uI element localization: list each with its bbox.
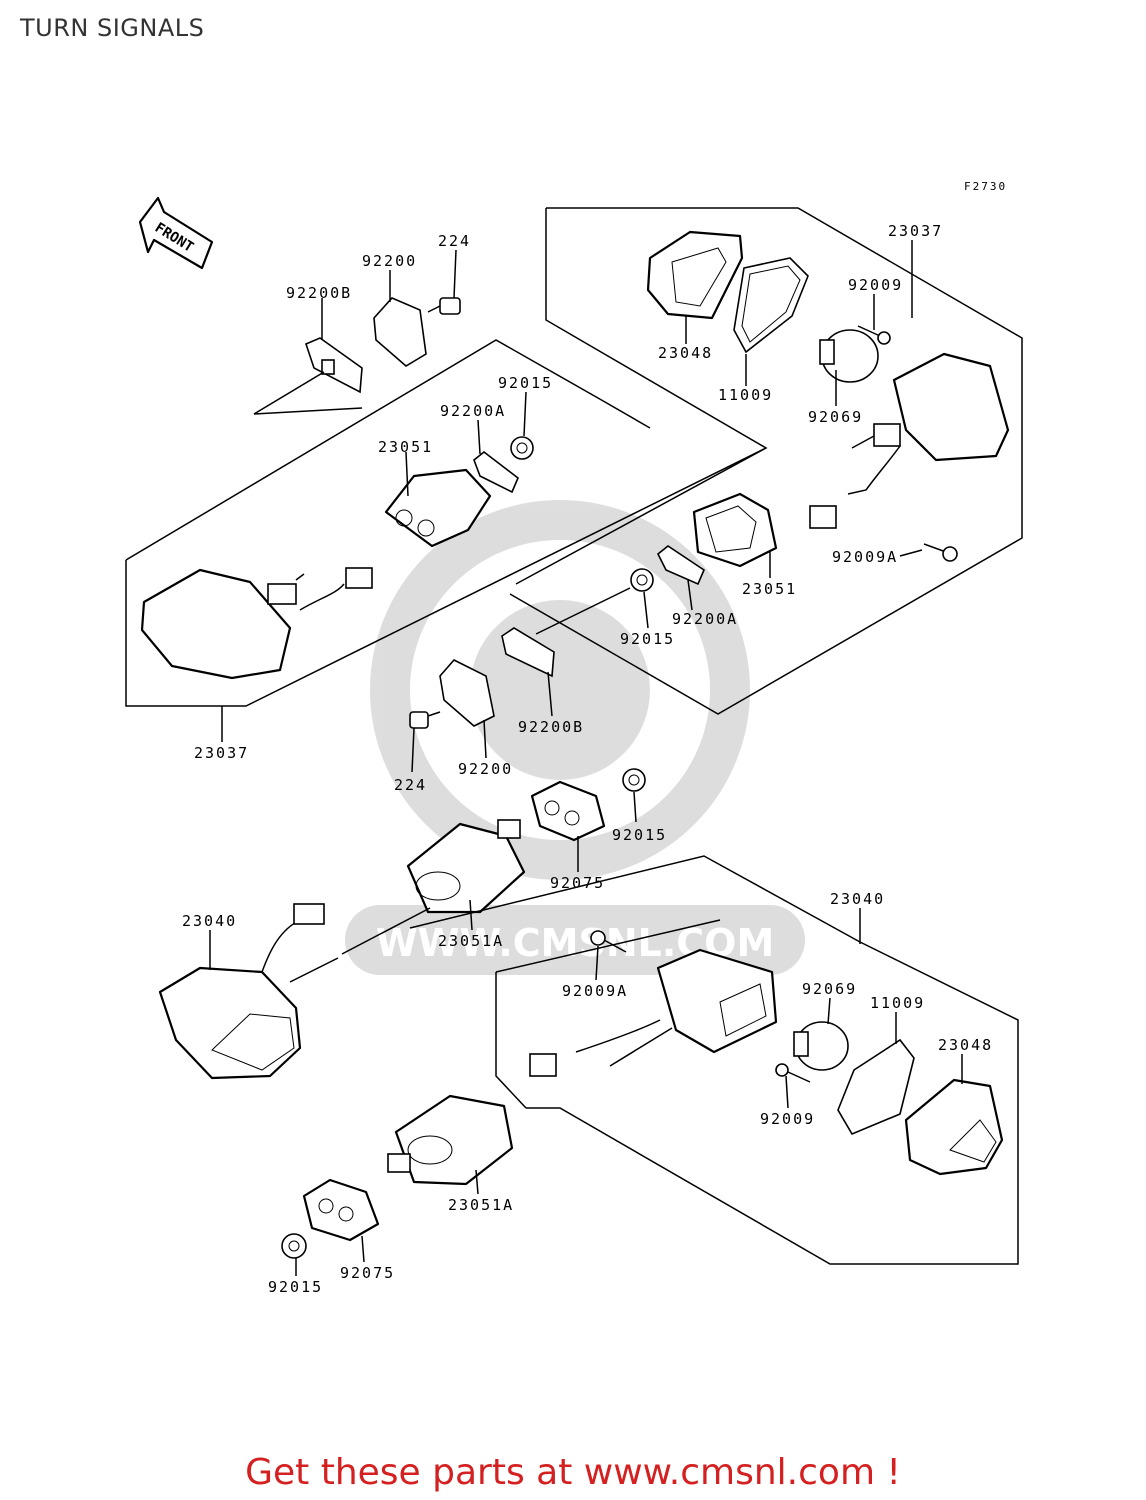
label-23051a-low: 23051A <box>448 1196 514 1214</box>
screw-92009-lower <box>775 1063 811 1083</box>
label-92075-mid: 92075 <box>550 874 605 892</box>
nut-92015-lower <box>622 768 646 792</box>
label-23051-left: 23051 <box>378 438 433 456</box>
front-direction-arrow: FRONT <box>138 196 214 270</box>
label-23037-top: 23037 <box>888 222 943 240</box>
bracket-92200-mid <box>439 659 495 727</box>
signal-housing-23040-left <box>158 903 339 1080</box>
label-92015-low: 92015 <box>268 1278 323 1296</box>
label-23048-top: 23048 <box>658 344 713 362</box>
label-92015-lower: 92015 <box>612 826 667 844</box>
label-92009a-top: 92009A <box>832 548 898 566</box>
label-92069-top: 92069 <box>808 408 863 426</box>
label-92009a-low: 92009A <box>562 982 628 1000</box>
label-92009-top: 92009 <box>848 276 903 294</box>
bolt-224-mid <box>409 711 441 729</box>
watermark-logo: WWW.CMSNL.COM <box>345 500 805 975</box>
damper-92075-mid <box>530 780 606 842</box>
assembly-outline-upper-right <box>509 207 1023 715</box>
plate-92200b-mid <box>501 627 555 678</box>
label-11009-top: 11009 <box>718 386 773 404</box>
lens-23048-lower <box>904 1078 1004 1176</box>
lens-23048-upper <box>646 230 744 320</box>
signal-housing-23040-right <box>529 948 778 1077</box>
label-92200a-right: 92200A <box>672 610 738 628</box>
gasket-11009-upper <box>733 257 809 354</box>
grommet-23051a-mid <box>406 819 526 914</box>
grommet-23051-left <box>384 468 492 548</box>
bulb-92069-lower <box>793 1021 849 1071</box>
screw-92009-upper <box>857 325 891 345</box>
page-title: TURN SIGNALS <box>20 14 205 42</box>
label-92015-mid: 92015 <box>620 630 675 648</box>
screw-92009a-upper <box>923 543 958 562</box>
label-23040-left: 23040 <box>182 912 237 930</box>
label-92015-top: 92015 <box>498 374 553 392</box>
label-92069-low: 92069 <box>802 980 857 998</box>
label-11009-low: 11009 <box>870 994 925 1012</box>
damper-92075-lower <box>302 1178 380 1242</box>
nut-92015-mid <box>630 568 654 592</box>
grommet-23051a-lower <box>387 1094 514 1186</box>
signal-housing-23037-left <box>140 567 373 680</box>
label-23048-low: 23048 <box>938 1036 993 1054</box>
grommet-23051-right <box>692 492 778 568</box>
label-92200-top: 92200 <box>362 252 417 270</box>
assembly-outline-upper-left <box>125 447 767 707</box>
label-23040-right: 23040 <box>830 890 885 908</box>
label-92200b-mid: 92200B <box>518 718 584 736</box>
nut-92015-top <box>510 436 534 460</box>
label-92009-low: 92009 <box>760 1110 815 1128</box>
plate-92200a-right <box>656 545 705 586</box>
gasket-11009-lower <box>837 1038 915 1136</box>
nut-92015-bottom <box>281 1233 307 1259</box>
signal-housing-23037-right <box>809 352 1010 529</box>
bolt-224-top <box>427 297 461 315</box>
promo-footer-link[interactable]: Get these parts at www.cmsnl.com ! <box>245 1452 901 1493</box>
label-224-mid: 224 <box>394 776 427 794</box>
label-92075-low: 92075 <box>340 1264 395 1282</box>
label-23037-left: 23037 <box>194 744 249 762</box>
plate-92200a-left <box>473 450 519 494</box>
label-92200b-top: 92200B <box>286 284 352 302</box>
label-23051-right: 23051 <box>742 580 797 598</box>
bracket-92200-top <box>373 297 427 367</box>
assembly-outline-lower-right <box>409 855 1019 1265</box>
label-224-top: 224 <box>438 232 471 250</box>
label-92200-mid: 92200 <box>458 760 513 778</box>
label-23051a-mid: 23051A <box>438 932 504 950</box>
leader-lines <box>209 240 963 1276</box>
figure-code: F2730 <box>964 180 1007 193</box>
label-92200a-left: 92200A <box>440 402 506 420</box>
bulb-92069-upper <box>819 329 879 383</box>
screw-92009a-lower <box>590 930 627 953</box>
part-number-labels: 23037 23048 11009 92009 92069 92009A 230… <box>182 222 993 1296</box>
